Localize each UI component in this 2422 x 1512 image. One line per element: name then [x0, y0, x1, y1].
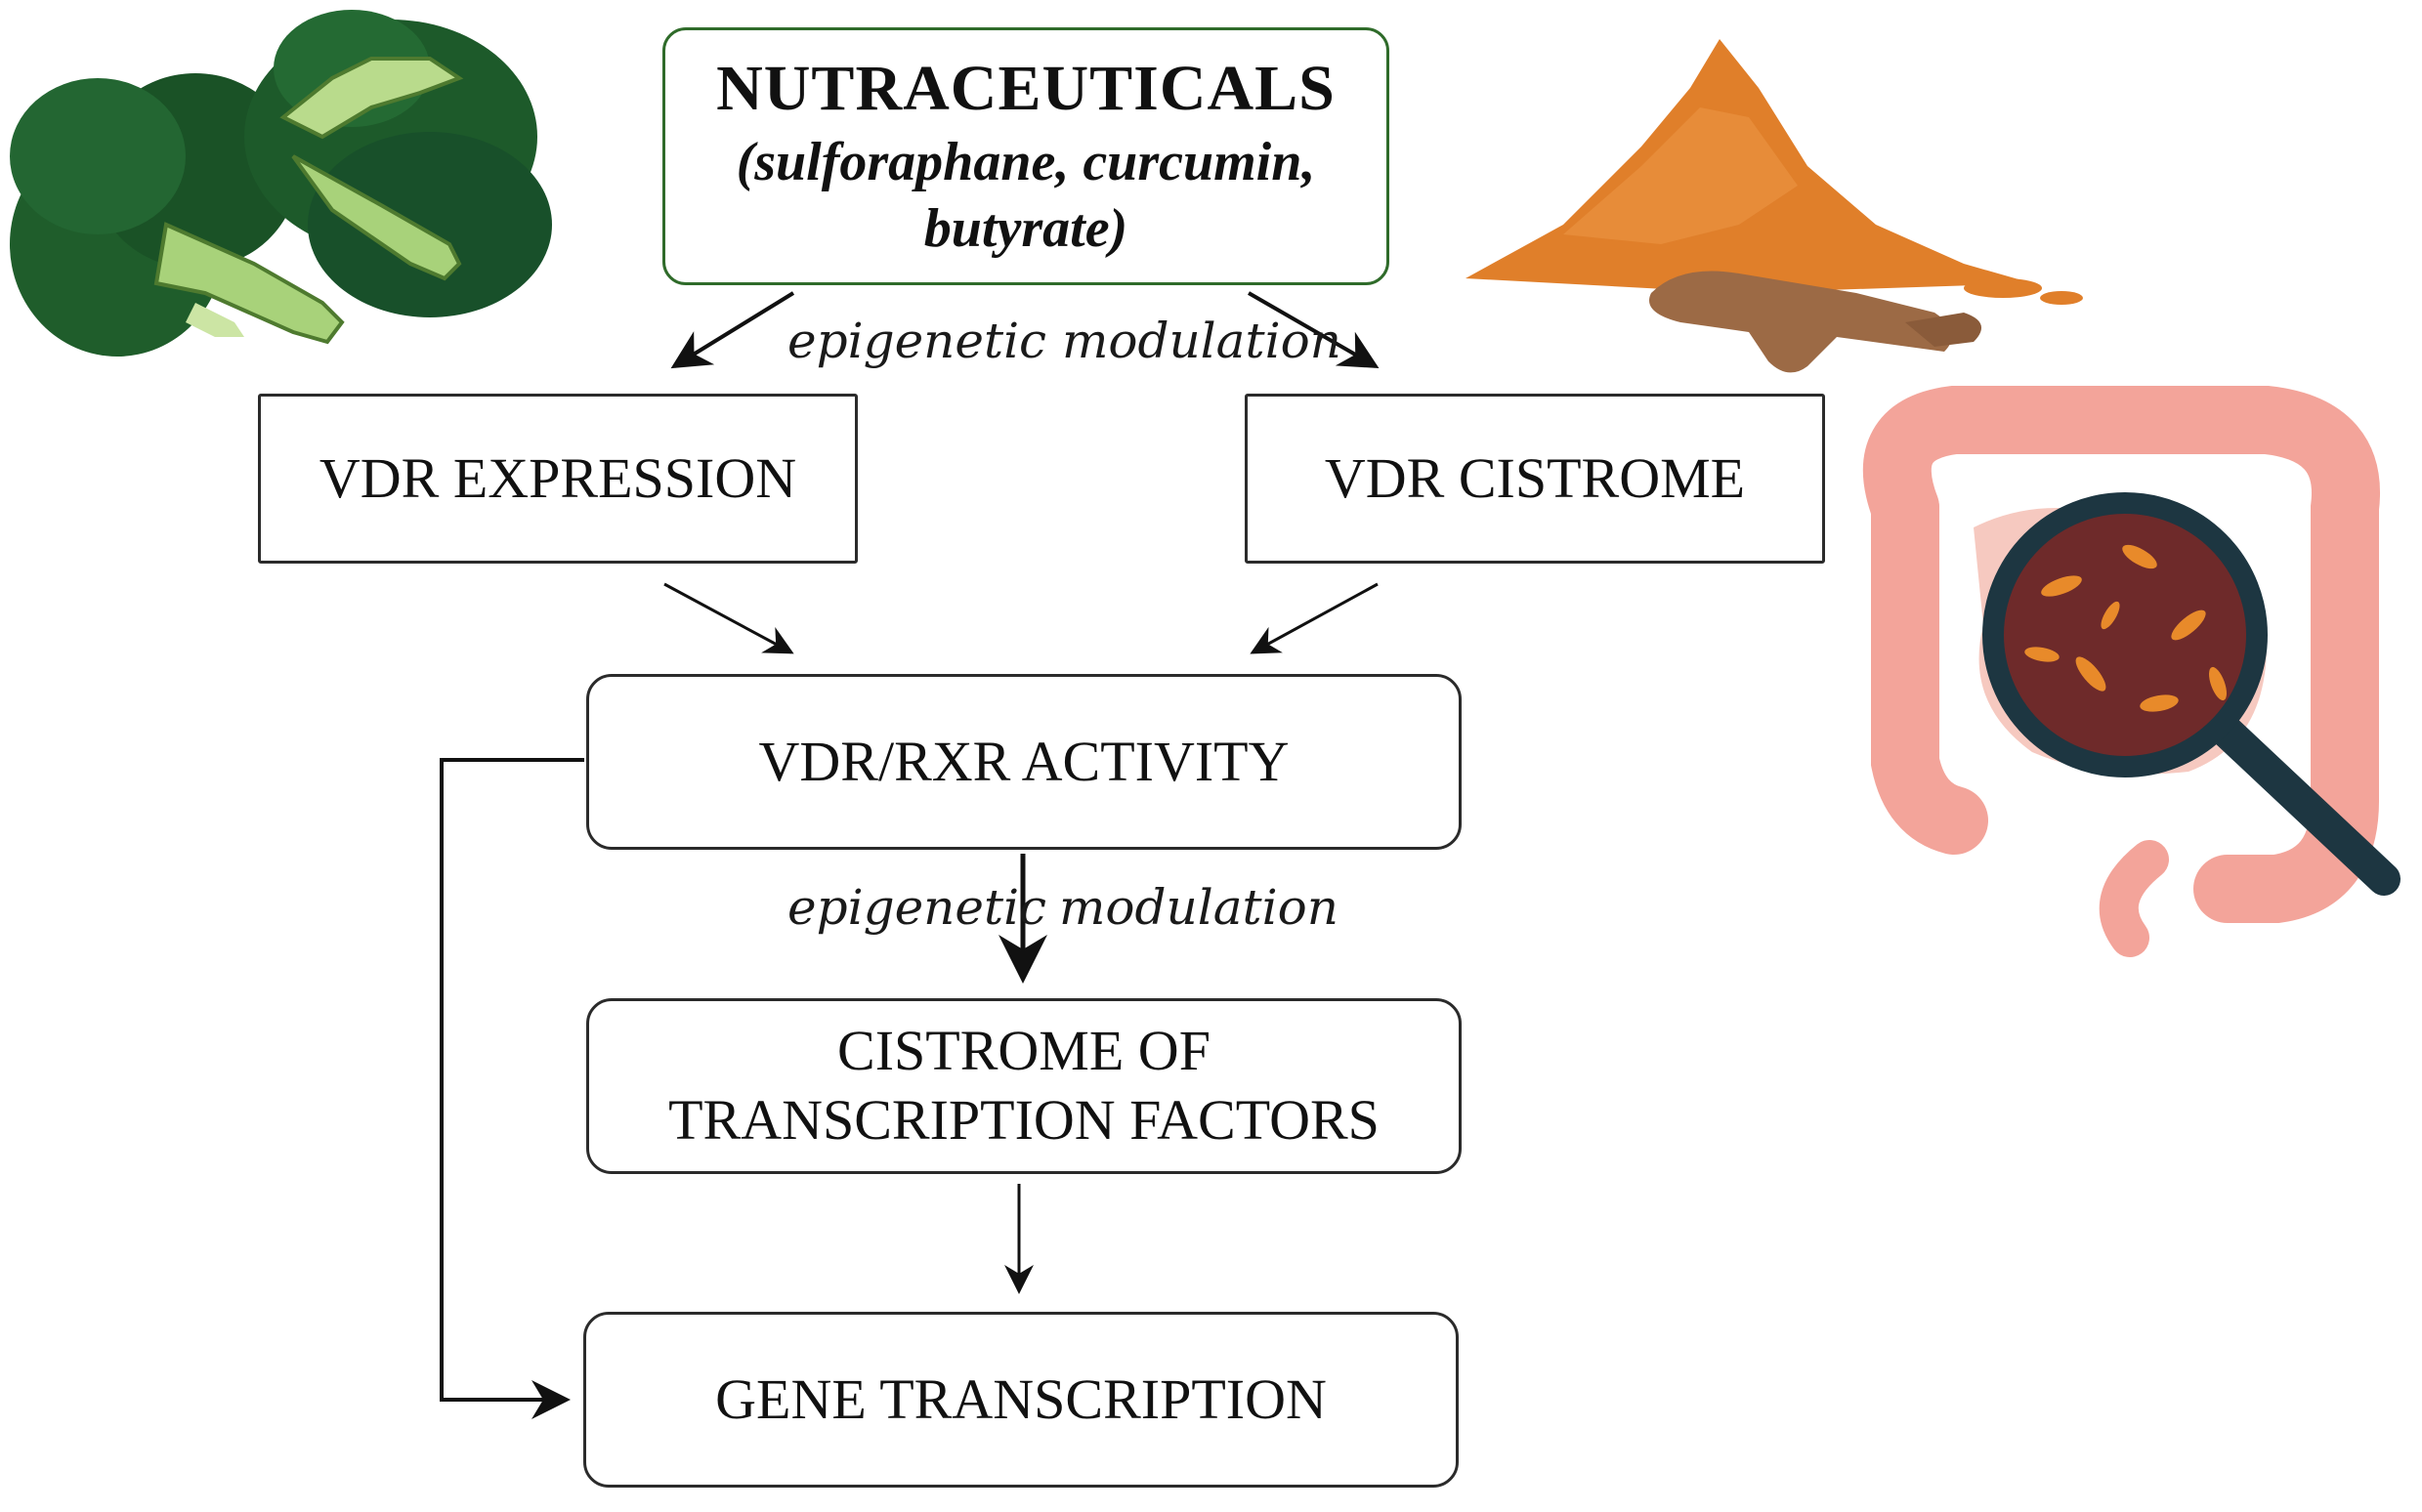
node-cistrome-transcription-factors: CISTROME OF TRANSCRIPTION FACTORS — [586, 998, 1462, 1174]
arrow-vdr-expression-to-activity — [663, 582, 794, 654]
arrow-nutra-to-vdr-cistrome — [1248, 291, 1380, 368]
node-cistrome-tf-line1: CISTROME OF — [837, 1019, 1211, 1083]
arrow-vdr-cistrome-to-activity — [1250, 582, 1379, 654]
turmeric-icon — [1466, 39, 2083, 373]
edge-label-epigenetic-modulation-top: epigenetic modulation — [787, 313, 1341, 369]
bacteria-icon — [2024, 544, 2228, 712]
magnifying-glass-icon — [1982, 492, 2401, 896]
node-vdr-rxr-activity: VDR/RXR ACTIVITY — [586, 674, 1462, 850]
arrow-nutra-to-vdr-expression — [670, 291, 795, 369]
node-cistrome-tf-line2: TRANSCRIPTION FACTORS — [668, 1088, 1380, 1152]
node-vdr-expression-label: VDR EXPRESSION — [319, 445, 797, 510]
nutraceuticals-title: NUTRACEUTICALS — [716, 53, 1336, 125]
edge-label-modulation-middle: modulation — [1059, 879, 1338, 936]
node-vdr-cistrome-label: VDR CISTROME — [1324, 445, 1746, 510]
node-gene-transcription: GENE TRANSCRIPTION — [583, 1312, 1459, 1488]
node-vdr-cistrome: VDR CISTROME — [1245, 394, 1825, 564]
node-vdr-expression: VDR EXPRESSION — [258, 394, 858, 564]
node-gene-transcription-label: GENE TRANSCRIPTION — [715, 1366, 1327, 1431]
nutraceuticals-box: NUTRACEUTICALS (sulforaphane, curcumin, … — [662, 27, 1389, 285]
edge-label-epigenetic-middle: epigenetic — [787, 879, 1047, 936]
node-vdr-rxr-activity-label: VDR/RXR ACTIVITY — [758, 729, 1290, 793]
nutraceuticals-examples-line2: butyrate) — [923, 198, 1128, 260]
arrow-activity-to-gene-bypass — [440, 758, 584, 1419]
nutraceuticals-examples-line1: (sulforaphane, curcumin, — [736, 131, 1316, 192]
broccoli-icon — [10, 10, 552, 357]
